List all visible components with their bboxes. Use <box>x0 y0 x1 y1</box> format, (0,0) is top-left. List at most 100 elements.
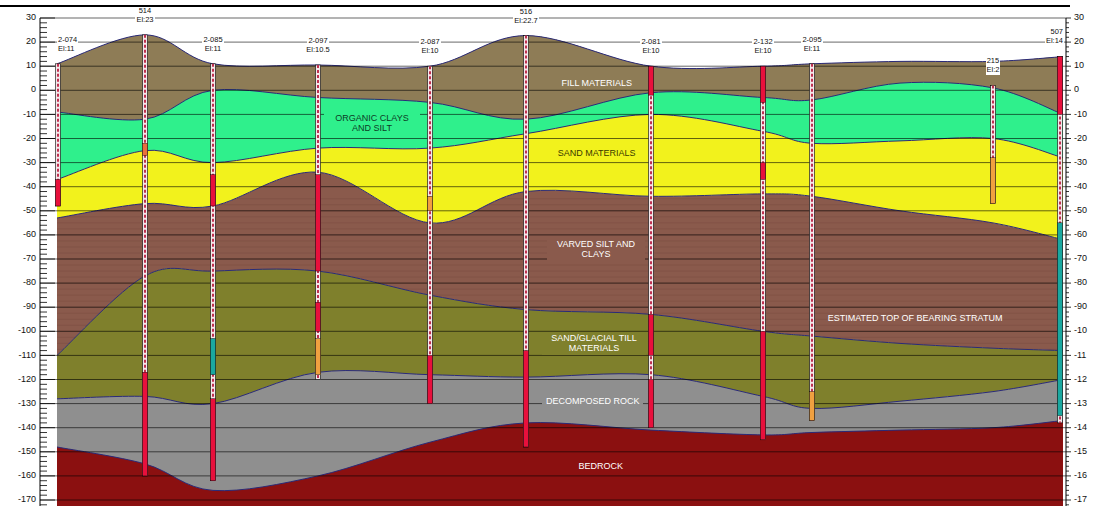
varve-line <box>57 265 1063 266</box>
axis-label: -110 <box>19 351 36 361</box>
boring-label: 2-087 <box>419 38 440 46</box>
axis-label: -15 <box>1074 447 1087 457</box>
axis-tick <box>40 278 47 279</box>
boring-segment <box>649 314 654 355</box>
grid-line <box>40 283 1066 284</box>
axis-label: 0 <box>31 85 36 95</box>
axis-tick <box>1066 413 1069 414</box>
axis-tick <box>1066 326 1069 327</box>
axis-tick <box>40 162 55 163</box>
boring-segment <box>316 339 321 375</box>
boring-label: 2-132 <box>752 38 773 46</box>
axis-label: -12 <box>1074 375 1087 385</box>
axis-tick <box>40 302 47 303</box>
axis-tick <box>40 331 55 332</box>
axis-tick <box>1066 201 1069 202</box>
axis-tick <box>40 85 47 86</box>
boring-label: El:22.7 <box>513 17 538 25</box>
boring-label: El:11 <box>57 45 76 53</box>
axis-tick <box>1066 408 1069 409</box>
boring-label: 215 <box>986 57 1001 65</box>
axis-tick <box>1066 350 1069 351</box>
axis-tick <box>1066 167 1069 168</box>
boring-label: 2-095 <box>801 36 822 44</box>
axis-tick <box>40 292 47 293</box>
axis-tick <box>40 66 55 67</box>
axis-tick <box>40 124 47 125</box>
axis-tick <box>40 157 47 158</box>
annotation: ESTIMATED TOP OF BEARING STRATUM <box>827 314 1004 324</box>
axis-tick <box>1066 109 1069 110</box>
stratum-boundary <box>57 114 1063 179</box>
axis-tick <box>1066 90 1071 91</box>
stratum-label: DECOMPOSED ROCK <box>542 395 643 407</box>
axis-tick <box>40 244 47 245</box>
axis-tick <box>1066 99 1069 100</box>
axis-tick <box>1066 500 1071 501</box>
axis-tick <box>1066 249 1069 250</box>
axis-tick <box>1066 181 1069 182</box>
axis-tick <box>40 451 55 452</box>
axis-tick <box>1066 191 1069 192</box>
axis-tick <box>40 210 55 211</box>
stratum-boundary <box>57 268 1063 355</box>
boring-label: 2-085 <box>202 36 223 44</box>
axis-tick <box>1066 215 1069 216</box>
axis-tick <box>40 389 47 390</box>
grid-line <box>40 114 1066 115</box>
stratum-label: FILL MATERIALS <box>558 77 636 89</box>
axis-tick <box>40 205 47 206</box>
axis-label: -50 <box>23 206 36 216</box>
axis-tick <box>40 167 47 168</box>
boring-label: El:14 <box>1045 37 1064 45</box>
axis-tick <box>40 22 47 23</box>
axis-tick <box>40 485 47 486</box>
axis-label: 30 <box>26 13 36 23</box>
stratum-boundary <box>57 35 1063 69</box>
axis-tick <box>1066 128 1069 129</box>
axis-tick <box>1066 418 1069 419</box>
boring-column <box>810 64 815 421</box>
axis-tick <box>1066 307 1071 308</box>
axis-tick <box>40 432 47 433</box>
boring-segment <box>211 175 216 206</box>
axis-tick <box>40 495 47 496</box>
axis-tick <box>1066 157 1069 158</box>
axis-label: -80 <box>1074 278 1087 288</box>
axis-tick <box>1066 432 1069 433</box>
stratum-boundary <box>57 371 1063 409</box>
boring-column <box>316 65 321 380</box>
axis-tick <box>1066 480 1069 481</box>
axis-label: -30 <box>1074 158 1087 168</box>
axis-tick <box>40 61 47 62</box>
axis-tick <box>40 249 47 250</box>
axis-tick <box>1066 427 1071 428</box>
stratum-name: FILL MATERIALS <box>561 78 633 88</box>
stratum-name: BEDROCK <box>578 461 624 471</box>
axis-tick <box>40 268 47 269</box>
stratum-name: VARVED SILT AND CLAYS <box>550 239 642 260</box>
axis-tick <box>40 133 47 134</box>
axis-tick <box>1066 403 1071 404</box>
boring-segment <box>761 66 766 102</box>
boring-column <box>761 66 766 440</box>
axis-tick <box>40 177 47 178</box>
boring-label: 2-074 <box>57 36 78 44</box>
axis-label: -20 <box>1074 134 1087 144</box>
axis-tick <box>1066 393 1069 394</box>
axis-tick <box>1066 461 1069 462</box>
axis-tick <box>40 263 47 264</box>
axis-tick <box>1066 471 1069 472</box>
axis-tick <box>1066 312 1069 313</box>
boring-segment <box>56 179 61 206</box>
axis-label: -170 <box>18 495 36 505</box>
axis-label: -20 <box>23 134 36 144</box>
stratum-name: SAND MATERIALS <box>557 148 636 158</box>
axis-tick <box>1066 273 1069 274</box>
axis-label: -11 <box>1074 351 1086 361</box>
axis-tick <box>40 138 55 139</box>
axis-tick <box>40 427 55 428</box>
stratum-label: ORGANIC CLAYS AND SILT <box>324 112 420 135</box>
boring-column <box>649 66 654 428</box>
boring-column <box>56 64 61 206</box>
